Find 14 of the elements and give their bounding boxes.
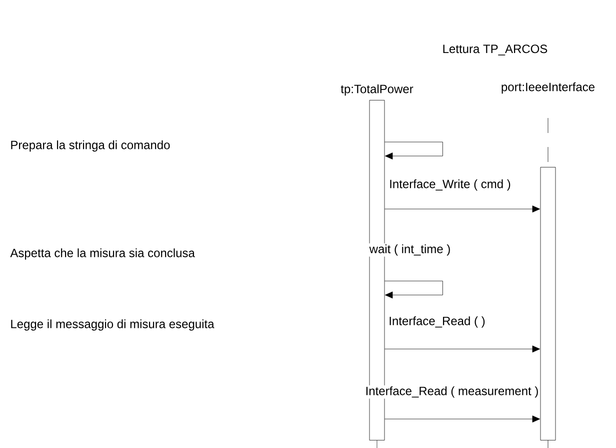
message-label: Interface_Write ( cmd )	[388, 178, 512, 192]
diagram-title: Lettura TP_ARCOS	[443, 44, 548, 56]
message-arrow	[384, 346, 540, 352]
message-arrow	[384, 206, 540, 212]
node-label: tp:TotalPower	[340, 84, 414, 96]
note-text: Aspetta che la misura sia conclusa	[10, 248, 195, 260]
message-label: Interface_Read ( )	[388, 315, 486, 329]
note-text: Legge il messaggio di misura eseguita	[11, 319, 214, 331]
self-message-arrow	[384, 142, 443, 160]
message-arrow	[384, 416, 540, 422]
message-label: Interface_Read ( measurement )	[364, 385, 540, 399]
note-text: Prepara la stringa di comando	[11, 140, 170, 152]
message-label: wait ( int_time )	[368, 243, 452, 257]
self-message-arrow	[384, 280, 443, 298]
